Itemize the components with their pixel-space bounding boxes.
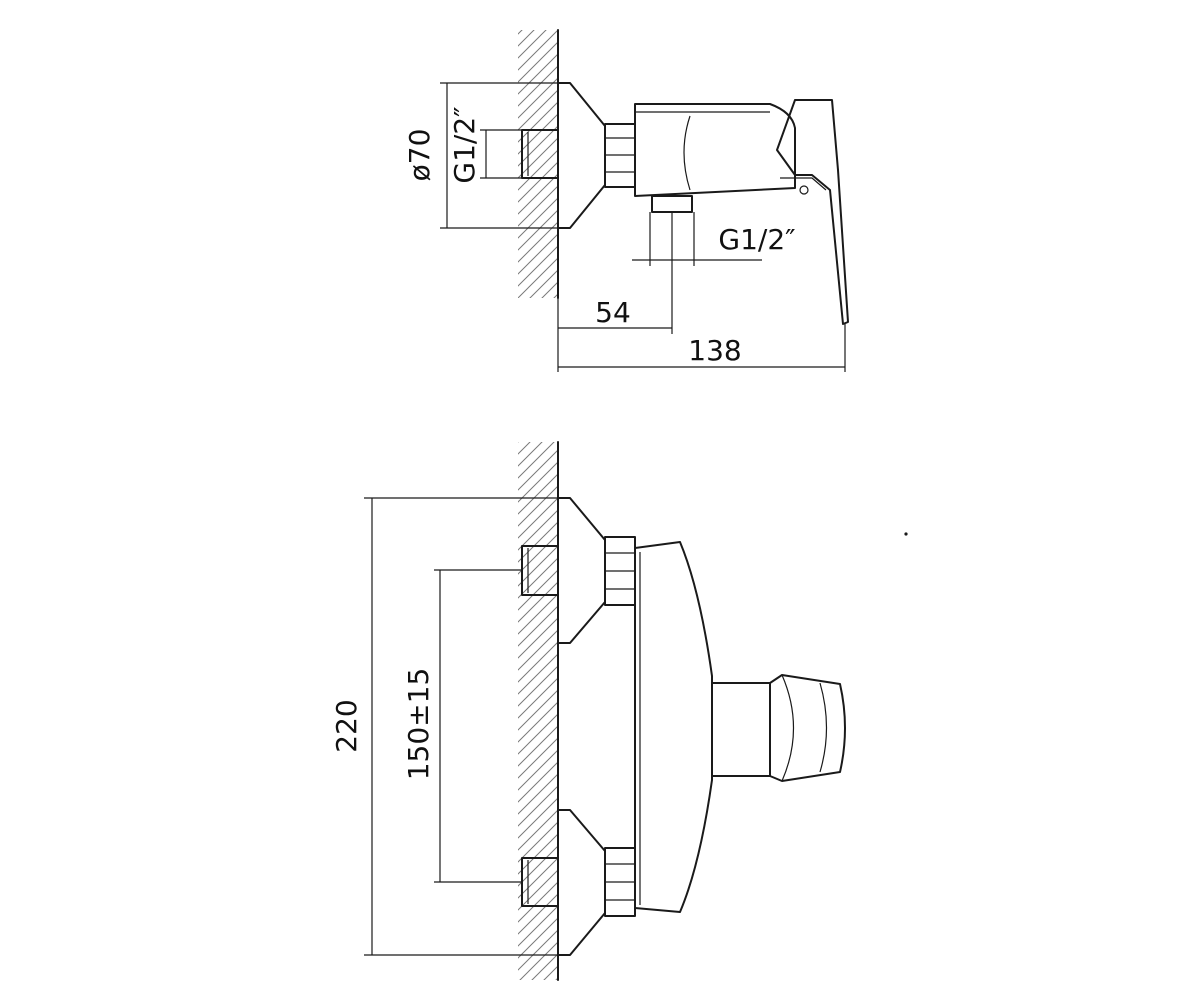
lower-rosette bbox=[557, 809, 606, 956]
cover-rosette bbox=[557, 82, 606, 229]
dim-center-distance: 150±15 bbox=[402, 569, 522, 883]
inlet-pipe bbox=[521, 129, 559, 179]
dim-diameter: ø70 bbox=[403, 82, 558, 229]
dim-height: 220 bbox=[330, 497, 558, 956]
stray-dot bbox=[904, 532, 908, 536]
connection-nut bbox=[604, 123, 636, 188]
lower-nut bbox=[604, 847, 636, 917]
dim-inlet-thread: G1/2″ bbox=[448, 106, 522, 184]
wall-hatch-bottom bbox=[518, 441, 559, 981]
dim-center-distance-label: 150±15 bbox=[402, 668, 435, 781]
cartridge-cylinder bbox=[711, 682, 771, 777]
lever-handle bbox=[776, 99, 849, 325]
upper-nut bbox=[604, 536, 636, 606]
dim-outlet-thread: G1/2″ bbox=[632, 212, 796, 266]
dim-outlet-thread-label: G1/2″ bbox=[718, 223, 795, 256]
wall-hatch-top bbox=[518, 29, 559, 299]
side-view: ø70 G1/2″ G1/2″ 54 138 bbox=[403, 29, 849, 372]
lever-detail bbox=[780, 177, 827, 195]
mixer-body-front bbox=[634, 541, 713, 913]
dim-depth-total: 138 bbox=[558, 324, 846, 372]
dim-inlet-thread-label: G1/2″ bbox=[448, 106, 481, 183]
dim-depth-total-label: 138 bbox=[688, 334, 741, 367]
dim-height-label: 220 bbox=[330, 699, 363, 752]
handle-detail bbox=[781, 674, 828, 782]
handle-knob bbox=[769, 674, 846, 782]
front-view: 220 150±15 bbox=[330, 441, 908, 981]
outlet-nipple bbox=[651, 195, 693, 213]
upper-inlet-pipe bbox=[521, 545, 559, 596]
upper-rosette bbox=[557, 497, 606, 644]
dim-depth-outlet: 54 bbox=[557, 212, 673, 372]
body-detail bbox=[635, 111, 770, 191]
mixer-body bbox=[634, 103, 796, 197]
dim-depth-outlet-label: 54 bbox=[595, 296, 631, 329]
dim-diameter-label: ø70 bbox=[403, 129, 436, 182]
